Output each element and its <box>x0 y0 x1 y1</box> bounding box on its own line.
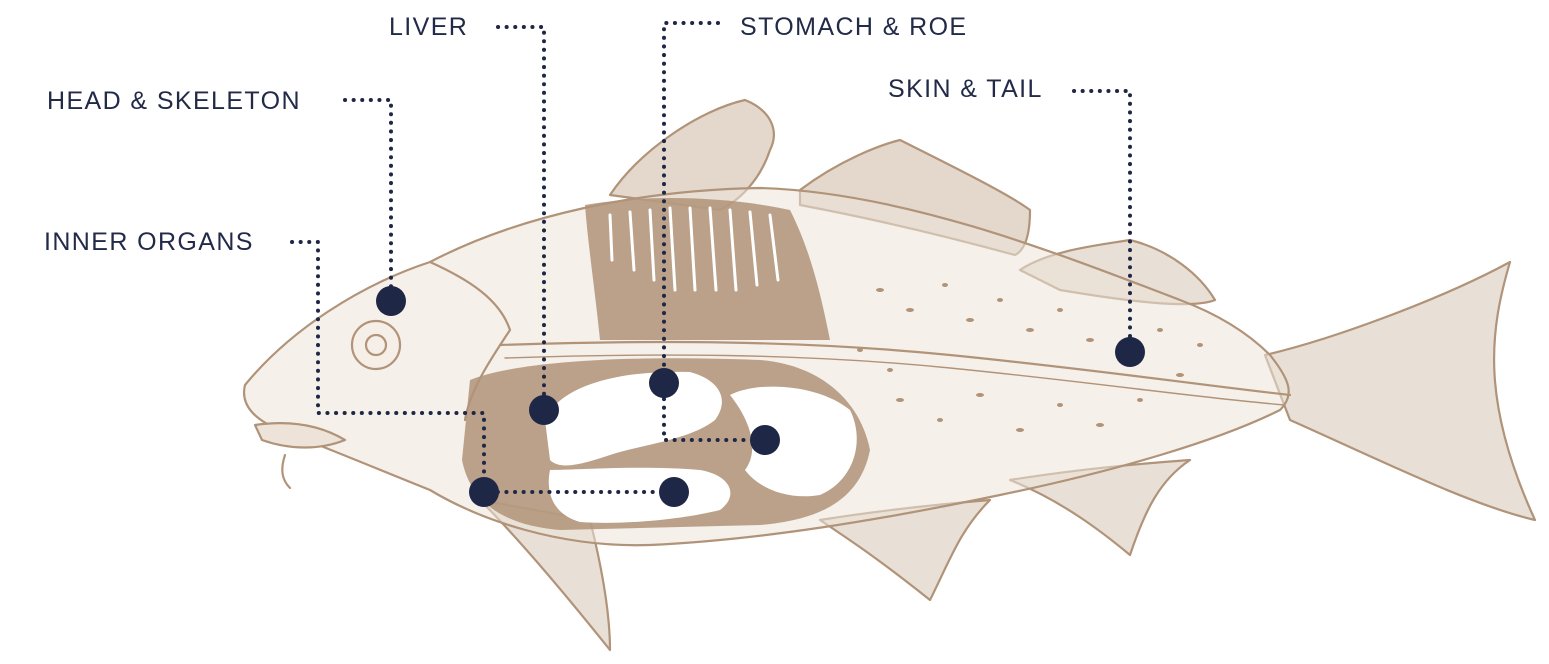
eye-outer <box>352 321 400 369</box>
skeleton-ribs <box>585 198 830 340</box>
label-liver: LIVER <box>389 15 468 40</box>
label-skin-tail: SKIN & TAIL <box>888 77 1043 102</box>
marker-stomach[interactable] <box>649 368 679 398</box>
marker-inner-organs-a[interactable] <box>469 477 499 507</box>
label-stomach-roe: STOMACH & ROE <box>740 15 968 40</box>
fish-drawing <box>244 100 1535 650</box>
marker-head-skeleton[interactable] <box>376 286 406 316</box>
marker-skin-tail[interactable] <box>1115 337 1145 367</box>
marker-liver[interactable] <box>529 395 559 425</box>
label-head-skeleton: HEAD & SKELETON <box>47 89 301 114</box>
label-inner-organs: INNER ORGANS <box>44 230 254 255</box>
marker-roe[interactable] <box>750 425 780 455</box>
barbel <box>282 455 290 488</box>
leader-head-skeleton <box>345 100 391 301</box>
tail-fin <box>1265 262 1535 520</box>
marker-inner-organs-b[interactable] <box>659 477 689 507</box>
